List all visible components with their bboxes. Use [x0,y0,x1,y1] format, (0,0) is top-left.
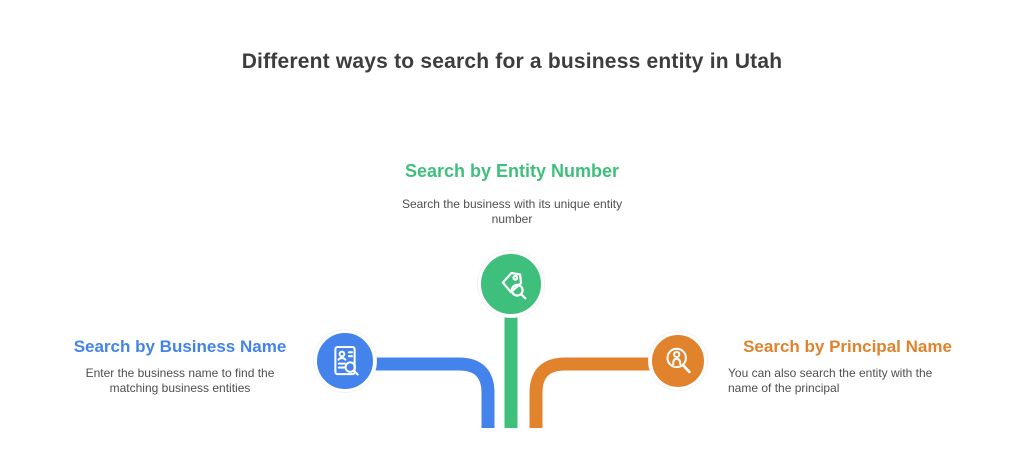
principal-name-label: Search by Principal Name [743,337,952,356]
id-card-search-icon [324,340,366,382]
entity-number-label: Search by Entity Number [404,161,620,181]
entity-number-desc-line2: number [491,212,533,226]
principal-name-desc-line2: name of the principal [728,381,840,395]
principal-name-desc-line1: You can also search the entity with the [728,366,933,380]
principal-name-description: You can also search the entity with the … [728,366,968,396]
business-name-node [314,330,376,392]
branch-line-principal-name [529,357,652,428]
branch-line-business-name [372,357,495,428]
business-name-label: Search by Business Name [73,337,287,356]
business-name-desc-line2: matching business entities [109,381,251,395]
entity-number-description: Search the business with its unique enti… [387,197,637,227]
business-name-description: Enter the business name to find the matc… [65,366,295,396]
entity-number-node [478,251,544,317]
business-name-desc-line1: Enter the business name to find the [85,366,275,380]
entity-number-desc-line1: Search the business with its unique enti… [401,197,623,211]
person-search-icon [657,340,699,382]
diagram-title: Different ways to search for a business … [241,50,783,73]
tag-search-icon [488,261,534,307]
principal-name-node [649,332,707,390]
